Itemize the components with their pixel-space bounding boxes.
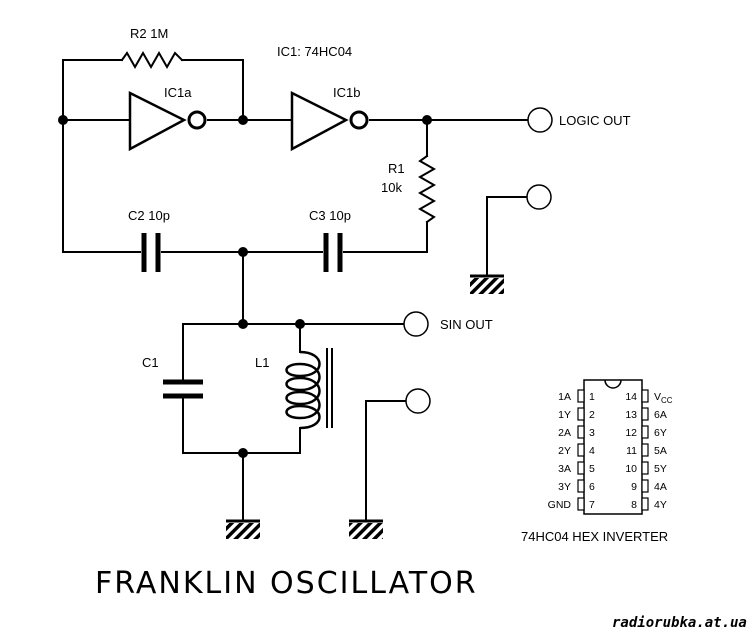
ic1b-label: IC1b — [333, 85, 360, 100]
l1-label: L1 — [255, 355, 269, 370]
r1-name-label: R1 — [388, 161, 405, 176]
chip-pin-leg — [641, 479, 649, 493]
chip-pin-leg — [641, 425, 649, 439]
chip-pin-name: 5Y — [654, 463, 667, 475]
chip-pin: 9 4A — [631, 479, 667, 493]
chip-pin: 8 4Y — [631, 497, 667, 511]
chip-pin-number: 13 — [625, 409, 637, 421]
ic1a-inverter — [128, 90, 207, 152]
chip-right-pins: 14 VCC 13 6A 12 6Y 11 5A 10 5Y 9 4A 8 4Y — [625, 389, 673, 511]
chip-pin-leg — [577, 479, 585, 493]
c2-capacitor — [141, 233, 161, 272]
chip-pin: GND 7 — [548, 497, 595, 511]
c1-capacitor — [163, 379, 203, 399]
chip-pin: 12 6Y — [625, 425, 667, 439]
l1-inductor — [285, 348, 333, 430]
chip-pin-number: 14 — [625, 391, 637, 403]
chip-pin-leg — [641, 443, 649, 457]
chip-pin-leg — [641, 407, 649, 421]
chip-pin-name: 6A — [654, 409, 667, 421]
chip-pin-number: 4 — [589, 445, 595, 457]
chip-pin-number: 12 — [625, 427, 637, 439]
junction-dots — [58, 115, 432, 458]
r2-resistor — [120, 50, 184, 70]
logic-out-terminal — [527, 107, 553, 133]
chip-pin-leg — [641, 389, 649, 403]
chip-pin-leg — [577, 443, 585, 457]
chip-pin-name: 3A — [558, 463, 571, 475]
chip-pin: 2Y 4 — [558, 443, 595, 457]
chip-pin-name: 1A — [558, 391, 571, 403]
c3-label: C3 10p — [309, 208, 351, 223]
r2-label: R2 1M — [130, 26, 168, 41]
ic1b-inverter — [290, 90, 369, 152]
chip-pin-number: 2 — [589, 409, 595, 421]
wires — [62, 59, 529, 521]
chip-pin-number: 7 — [589, 499, 595, 511]
chip-pin-name: 2A — [558, 427, 571, 439]
c3-capacitor — [323, 233, 343, 272]
chip-pin-leg — [577, 461, 585, 475]
chip-pin-number: 3 — [589, 427, 595, 439]
chip-pin-leg — [577, 497, 585, 511]
ic1-label: IC1: 74HC04 — [277, 44, 352, 59]
chip-pin-number: 11 — [626, 445, 637, 457]
chip-pin-number: 10 — [625, 463, 637, 475]
chip-pin-number: 6 — [589, 481, 595, 493]
chip-pin-number: 1 — [589, 391, 595, 403]
r1-value-label: 10k — [381, 180, 402, 195]
c2-label: C2 10p — [128, 208, 170, 223]
chip-pin: 1A 1 — [558, 389, 595, 403]
sin-out-label: SIN OUT — [440, 317, 493, 332]
chip-pin-leg — [577, 425, 585, 439]
ground-icon — [349, 519, 383, 539]
chip-pin-number: 5 — [589, 463, 595, 475]
ic1a-label: IC1a — [164, 85, 192, 100]
ground-icon — [226, 519, 260, 539]
chip-pin-leg — [641, 497, 649, 511]
ground-terminal-upper — [526, 184, 552, 210]
chip-pin-name: GND — [548, 499, 572, 511]
chip-pin-name: 5A — [654, 445, 667, 457]
chip-pin-leg — [577, 389, 585, 403]
chip-pin: 3A 5 — [558, 461, 595, 475]
r1-resistor — [417, 154, 437, 224]
chip-pin-name: 3Y — [558, 481, 571, 493]
sin-out-terminal — [403, 311, 429, 337]
watermark: radiorubka.at.ua — [612, 615, 747, 631]
chip-pin-name: 6Y — [654, 427, 667, 439]
c1-label: C1 — [142, 355, 159, 370]
chip-pin: 14 VCC — [625, 389, 673, 405]
chip-caption: 74HC04 HEX INVERTER — [521, 529, 668, 544]
chip-pin-subscript: CC — [661, 396, 673, 405]
chip-pin-number: 8 — [631, 499, 637, 511]
logic-out-label: LOGIC OUT — [559, 113, 631, 128]
chip-pin-name: 4A — [654, 481, 667, 493]
chip-pin-name: 4Y — [654, 499, 667, 511]
chip-pin: 13 6A — [625, 407, 667, 421]
chip-pin: 11 5A — [626, 443, 667, 457]
ground-icon — [470, 274, 504, 294]
chip-pin: 2A 3 — [558, 425, 595, 439]
chip-pin-name: 1Y — [558, 409, 571, 421]
chip-pin-leg — [577, 407, 585, 421]
chip-pin: 3Y 6 — [558, 479, 595, 493]
chip-pin: 1Y 2 — [558, 407, 595, 421]
chip-pin-name: 2Y — [558, 445, 571, 457]
chip-pin: 10 5Y — [625, 461, 667, 475]
chip-pin-name: VCC — [654, 391, 673, 405]
chip-pin-number: 9 — [631, 481, 637, 493]
diagram-title: FRANKLIN OSCILLATOR — [95, 566, 478, 601]
ground-terminal-lower — [405, 388, 431, 414]
chip-pin-leg — [641, 461, 649, 475]
